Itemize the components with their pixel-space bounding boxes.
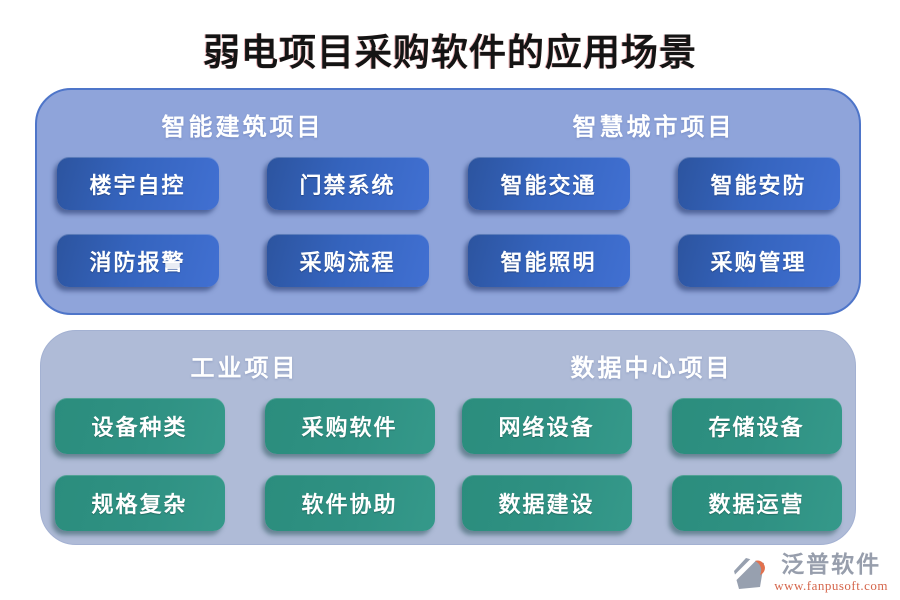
- section-smart-building: 智能建筑项目 楼宇自控 门禁系统 消防报警 采购流程: [37, 90, 448, 313]
- chip-grid-industrial: 设备种类 采购软件 规格复杂 软件协助: [54, 398, 435, 531]
- chip-software-assistance: 软件协助: [264, 475, 435, 531]
- chip-procurement-management: 采购管理: [677, 234, 840, 287]
- chip-storage-equipment: 存储设备: [671, 398, 842, 454]
- section-header-industrial: 工业项目: [190, 356, 299, 382]
- section-header-data-center: 数据中心项目: [570, 356, 733, 382]
- chip-grid-data-center: 网络设备 存储设备 数据建设 数据运营: [461, 398, 842, 531]
- chip-data-construction: 数据建设: [461, 475, 632, 531]
- page-title: 弱电项目采购软件的应用场景: [203, 33, 697, 74]
- brand-watermark: 泛普软件 www.fanpusoft.com: [729, 552, 888, 594]
- chip-smart-lighting: 智能照明: [467, 234, 630, 287]
- section-data-center: 数据中心项目 网络设备 存储设备 数据建设 数据运营: [448, 331, 855, 544]
- chip-grid-smart-building: 楼宇自控 门禁系统 消防报警 采购流程: [56, 157, 429, 287]
- chip-complex-specifications: 规格复杂: [54, 475, 225, 531]
- fanpu-logo-icon: [729, 553, 766, 589]
- section-header-smart-city: 智慧城市项目: [572, 115, 735, 141]
- chip-access-control: 门禁系统: [266, 157, 429, 210]
- section-header-smart-building: 智能建筑项目: [161, 115, 324, 141]
- panel-smart-projects: 智能建筑项目 楼宇自控 门禁系统 消防报警 采购流程 智慧城市项目 智能交通 智…: [35, 88, 861, 315]
- chip-smart-security: 智能安防: [677, 157, 840, 210]
- section-industrial: 工业项目 设备种类 采购软件 规格复杂 软件协助: [41, 331, 448, 544]
- chip-smart-traffic: 智能交通: [467, 157, 630, 210]
- section-smart-city: 智慧城市项目 智能交通 智能安防 智能照明 采购管理: [448, 90, 859, 313]
- brand-text-block: 泛普软件 www.fanpusoft.com: [774, 552, 888, 594]
- chip-building-automation: 楼宇自控: [56, 157, 219, 210]
- chip-procurement-software: 采购软件: [264, 398, 435, 454]
- chip-fire-alarm: 消防报警: [56, 234, 219, 287]
- chip-procurement-process: 采购流程: [266, 234, 429, 287]
- panel-industry-datacenter: 工业项目 设备种类 采购软件 规格复杂 软件协助 数据中心项目 网络设备 存储设…: [40, 330, 856, 545]
- brand-name: 泛普软件: [781, 551, 882, 577]
- brand-url: www.fanpusoft.com: [774, 578, 888, 593]
- chip-grid-smart-city: 智能交通 智能安防 智能照明 采购管理: [467, 157, 840, 287]
- chip-data-operations: 数据运营: [671, 475, 842, 531]
- chip-network-equipment: 网络设备: [461, 398, 632, 454]
- chip-equipment-types: 设备种类: [54, 398, 225, 454]
